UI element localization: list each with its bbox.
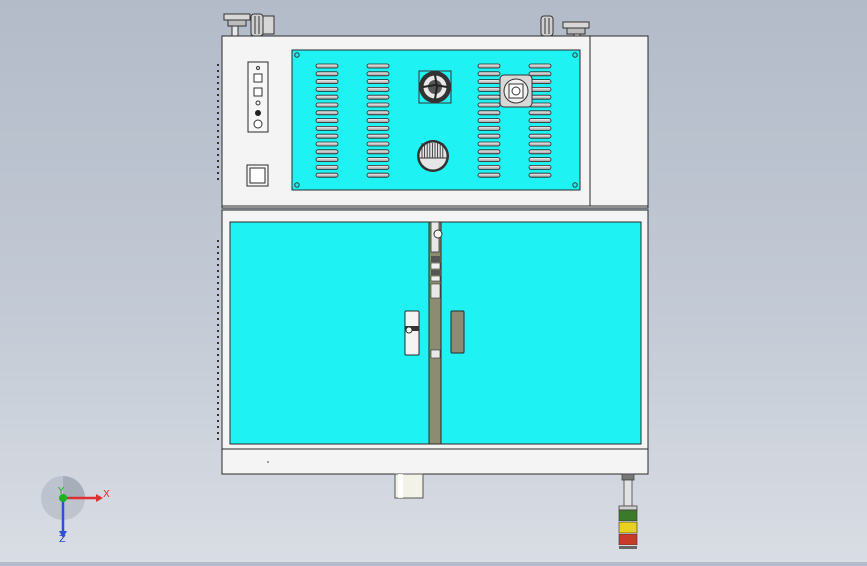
vent-slot [366,172,390,178]
vent-slot [477,94,501,100]
vent-slot [528,126,552,131]
cooling-fan-bottom [417,140,449,172]
vent-slot [315,126,339,131]
vent-slot [315,87,339,92]
drain-pipe [394,473,424,499]
door-right[interactable] [440,221,642,445]
vent-slot [315,102,339,108]
vent-slot [366,87,390,92]
signal-tower [618,479,638,549]
vent-slot [477,126,501,131]
vent-slot [528,141,552,147]
vent-slot [315,79,339,84]
indicator-lamp [255,100,261,106]
push-button[interactable] [253,87,263,97]
vent-slot [528,71,552,77]
vent-panel[interactable] [291,49,581,191]
vent-slot [366,133,390,139]
door-handle-right[interactable] [450,310,465,354]
selector-switch[interactable] [253,73,263,83]
vent-slot [315,133,339,139]
vent-slot [528,164,552,170]
z-axis-label: Z [59,534,66,545]
vent-slot [315,71,339,77]
vent-slot [366,164,390,170]
vent-slot [477,149,501,155]
x-axis-label: X [103,489,110,500]
vent-slot [477,102,501,108]
vent-slot [477,164,501,170]
vent-slot [477,71,501,77]
orientation-triad[interactable]: X Y Z [41,476,110,545]
vent-slot [366,71,390,77]
emergency-stop-button[interactable] [253,119,263,129]
vent-slot [528,118,552,123]
vent-slot [366,94,390,100]
vent-slot [366,126,390,131]
vent-slot [366,118,390,123]
vent-slot [477,63,501,69]
vent-slot [477,172,501,178]
vent-slot [315,63,339,69]
vent-slot [477,110,501,116]
vent-slot [315,164,339,170]
vent-slot [366,79,390,84]
vent-slot [315,141,339,147]
vent-slot [528,172,552,178]
vent-slot [477,133,501,139]
vent-slot [366,102,390,108]
vent-slots [315,63,552,178]
vent-slot [315,172,339,178]
power-indicator [255,110,261,116]
corner-screws [294,52,578,188]
y-axis-dot [59,494,67,502]
display-window [246,164,269,187]
vent-slot [528,149,552,155]
vent-slot [528,133,552,139]
y-axis-label: Y [57,486,65,497]
vent-slot [315,110,339,116]
vent-slot [528,157,552,163]
door-left[interactable] [229,221,430,445]
signal-light [618,521,638,534]
indicator-light [256,66,260,70]
signal-light [618,533,638,546]
door-handle-left[interactable] [404,310,420,356]
signal-light [618,509,638,522]
vent-slot [477,118,501,123]
vent-slot [477,79,501,84]
vent-slot [366,157,390,163]
vent-slot [315,94,339,100]
vent-slot [477,87,501,92]
vent-slot [366,110,390,116]
vent-slot [477,157,501,163]
exhaust-fan [499,74,533,108]
vent-slot [366,149,390,155]
vent-slot [315,149,339,155]
foot-right [621,473,635,481]
vent-slot [315,157,339,163]
vent-slot [528,110,552,116]
cooling-fan-top [418,70,452,104]
vent-slot [528,63,552,69]
vent-slot [366,63,390,69]
vent-slot [366,141,390,147]
door-center-post [428,221,443,445]
vent-slot [477,141,501,147]
vent-slot [315,118,339,123]
control-panel[interactable] [247,61,269,133]
